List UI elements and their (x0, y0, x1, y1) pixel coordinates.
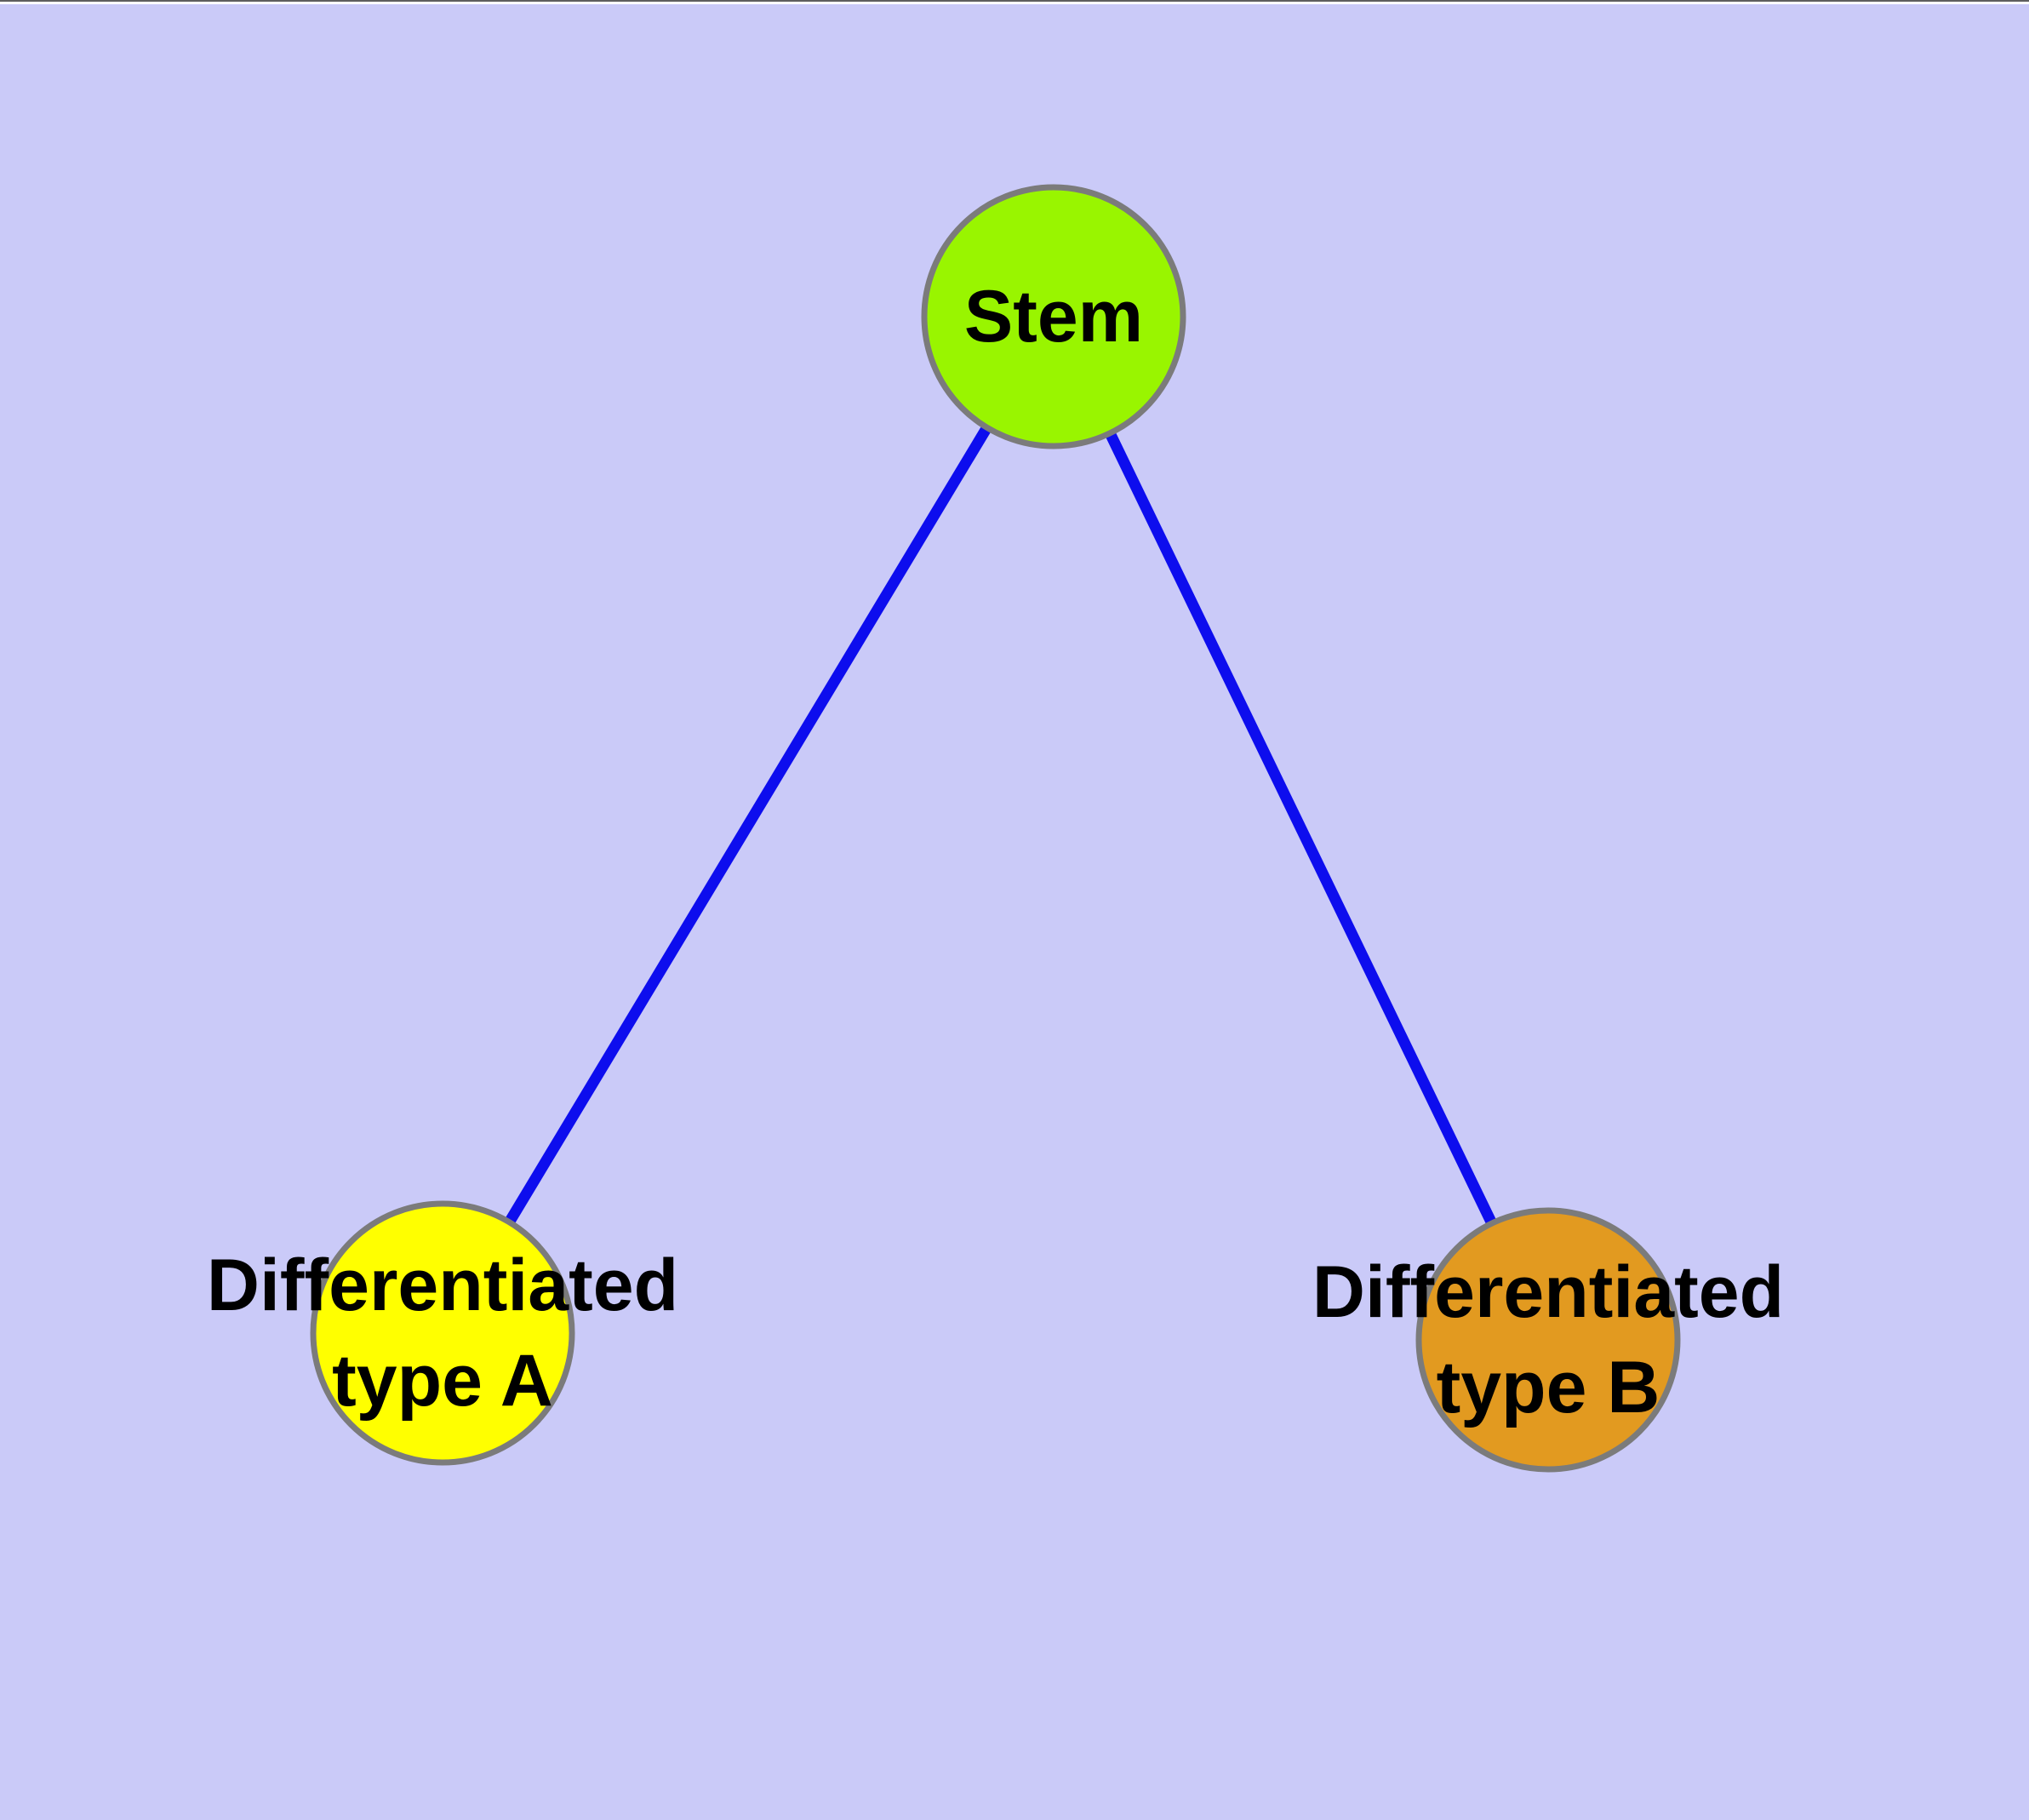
node-diff-b-circle (1415, 1207, 1681, 1473)
window-top-border-strip (0, 2, 2029, 4)
node-diff-a-label-line-2: type A (332, 1340, 553, 1422)
node-diff-a-label-line-1: Differentiated (207, 1245, 678, 1326)
node-diff-a-label: Differentiated type A (207, 1245, 678, 1422)
node-stem-label-line-1: Stem (964, 276, 1143, 358)
node-diff-b-label-line-1: Differentiated (1312, 1251, 1784, 1333)
node-diff-b-label: Differentiated type B (1312, 1251, 1784, 1428)
node-stem-circle (921, 184, 1186, 449)
node-diff-b-label-line-2: type B (1437, 1347, 1660, 1428)
window-top-border-line (0, 0, 2029, 2)
edge-stem-diff-b (1049, 314, 1553, 1342)
node-diff-a-circle (310, 1200, 575, 1466)
edge-stem-diff-a (437, 313, 1059, 1336)
node-stem-label: Stem (964, 276, 1143, 358)
